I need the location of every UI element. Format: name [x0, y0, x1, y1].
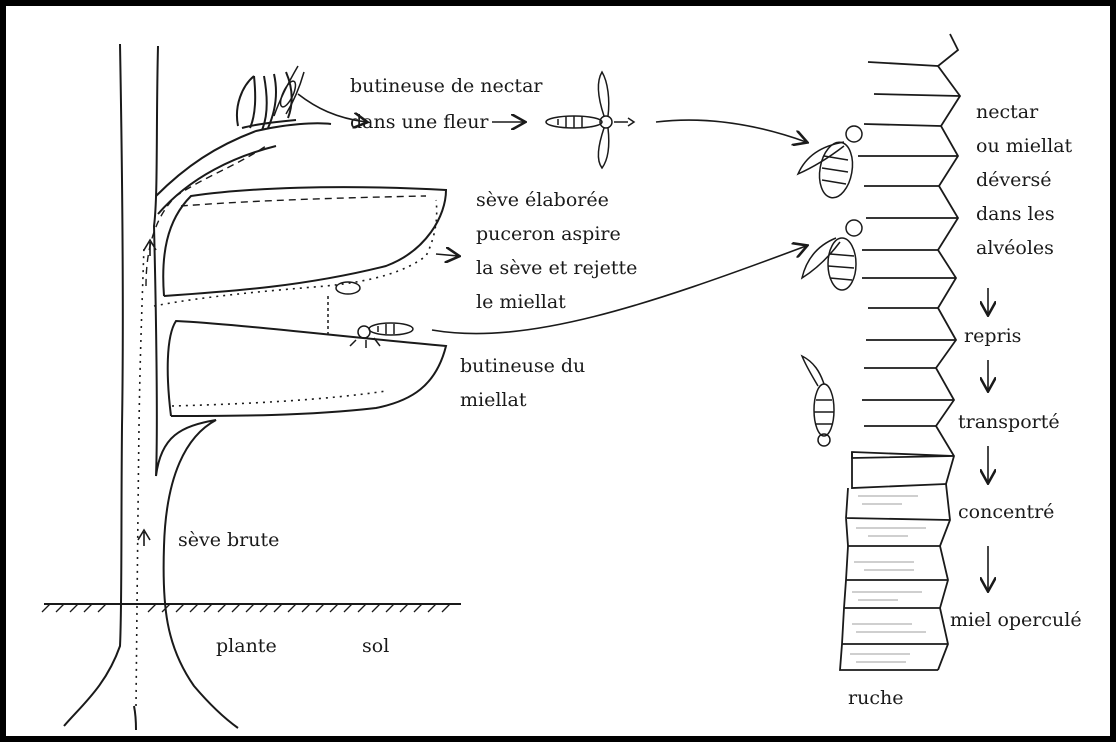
- label-seve-elaboree: sève élaborée: [476, 188, 609, 212]
- comb-texture: [850, 496, 926, 662]
- label-butineuse-nectar-2: dans une fleur: [350, 110, 489, 134]
- label-concentre: concentré: [958, 500, 1054, 524]
- label-butineuse-miellat-1: butineuse du: [460, 354, 585, 378]
- label-puceron-1: puceron aspire: [476, 222, 621, 246]
- label-ruche: ruche: [848, 686, 903, 710]
- ground: [42, 604, 461, 612]
- flying-bee-nectar: [546, 72, 634, 168]
- raw-sap-arrow: [138, 530, 150, 546]
- label-repris: repris: [964, 324, 1021, 348]
- hive-bees: [798, 126, 862, 446]
- label-butineuse-miellat-2: miellat: [460, 388, 526, 412]
- label-transporte: transporté: [958, 410, 1060, 434]
- label-butineuse-nectar-1: butineuse de nectar: [350, 74, 542, 98]
- plant-drawing: [64, 44, 446, 730]
- label-dans-les: dans les: [976, 202, 1055, 226]
- label-ou-miellat: ou miellat: [976, 134, 1072, 158]
- label-alveoles: alvéoles: [976, 236, 1054, 260]
- label-puceron-2: la sève et rejette: [476, 256, 637, 280]
- sap-flow: [136, 200, 437, 706]
- bee-on-flower: [274, 66, 304, 116]
- label-nectar: nectar: [976, 100, 1038, 124]
- label-deverse: déversé: [976, 168, 1051, 192]
- aphid: [328, 282, 360, 338]
- hive-comb: [840, 34, 960, 670]
- label-puceron-3: le miellat: [476, 290, 566, 314]
- bee-on-leaf: [350, 323, 413, 348]
- label-sol: sol: [362, 634, 389, 658]
- label-miel-opercule: miel operculé: [950, 608, 1082, 632]
- label-plante: plante: [216, 634, 277, 658]
- label-seve-brute: sève brute: [178, 528, 279, 552]
